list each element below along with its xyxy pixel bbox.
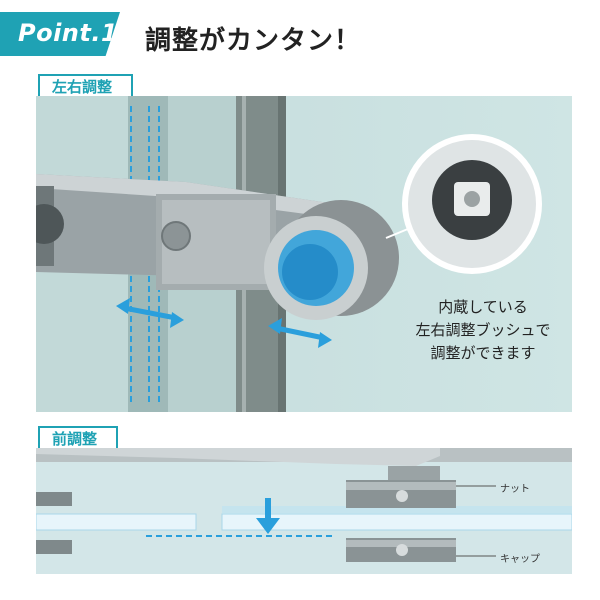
down-arrow-icon: [256, 498, 280, 534]
section-tag-front: 前調整: [38, 426, 118, 450]
left-right-arrow-icon: [116, 298, 184, 328]
point-badge-label: Point.1: [18, 19, 119, 47]
horizontal-adjust-illustration: [36, 96, 542, 412]
horizontal-adjust-photo: [36, 96, 572, 412]
callout-line-3: 調整ができます: [430, 344, 536, 362]
headline: 調整がカンタン！: [145, 26, 362, 56]
callout-line-1: 内蔵している: [438, 298, 528, 316]
point-badge: Point.1: [0, 12, 120, 56]
callout-text: 内蔵している 左右調整ブッシュで 調整ができます: [398, 296, 568, 365]
front-adjust-illustration: [36, 448, 572, 562]
section-tag-horizontal: 左右調整: [38, 74, 133, 98]
front-adjust-photo: [36, 448, 572, 574]
callout-line-2: 左右調整ブッシュで: [415, 321, 551, 339]
left-right-arrow-icon: [268, 318, 332, 348]
label-cap: キャップ: [500, 554, 540, 565]
label-nut: ナット: [500, 484, 530, 495]
